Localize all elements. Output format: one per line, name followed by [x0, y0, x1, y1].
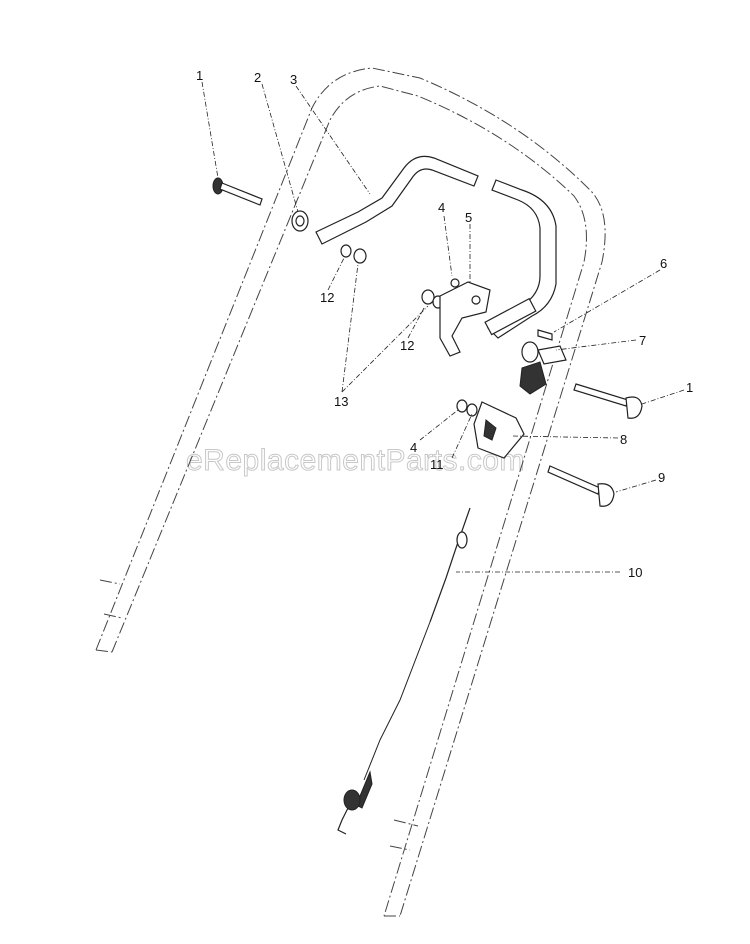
callout-5: 5	[465, 210, 472, 225]
callout-10: 10	[628, 565, 642, 580]
latch-block	[456, 399, 525, 459]
callout-labels: 1 2 3 4 5 6 7 1 4 11 8 9 10 12 12 13	[196, 68, 693, 580]
callout-7: 7	[639, 333, 646, 348]
mounting-bracket	[439, 281, 491, 357]
callout-12-upper: 12	[320, 290, 334, 305]
callout-2: 2	[254, 70, 261, 85]
washers-upper	[340, 244, 460, 309]
callout-13: 13	[334, 394, 348, 409]
callout-8: 8	[620, 432, 627, 447]
bolt-top	[212, 177, 263, 206]
callout-6: 6	[660, 256, 667, 271]
callout-11: 11	[430, 457, 444, 472]
bolt-long	[547, 465, 615, 507]
control-cable	[337, 507, 471, 835]
callout-1-lower: 1	[686, 380, 693, 395]
spacer	[291, 210, 309, 232]
cam-knob	[519, 341, 567, 395]
callout-1-top: 1	[196, 68, 203, 83]
callout-9: 9	[658, 470, 665, 485]
bolt-lower	[573, 383, 643, 419]
callout-12-lower: 12	[400, 338, 414, 353]
callout-4-upper: 4	[438, 200, 445, 215]
callout-4-lower: 4	[410, 440, 417, 455]
screw	[537, 329, 553, 341]
lower-handle-frame	[95, 67, 606, 917]
leader-lines	[201, 81, 685, 573]
watermark: eReplacementParts.com	[186, 444, 525, 477]
callout-3: 3	[290, 72, 297, 87]
control-bail	[315, 155, 557, 339]
